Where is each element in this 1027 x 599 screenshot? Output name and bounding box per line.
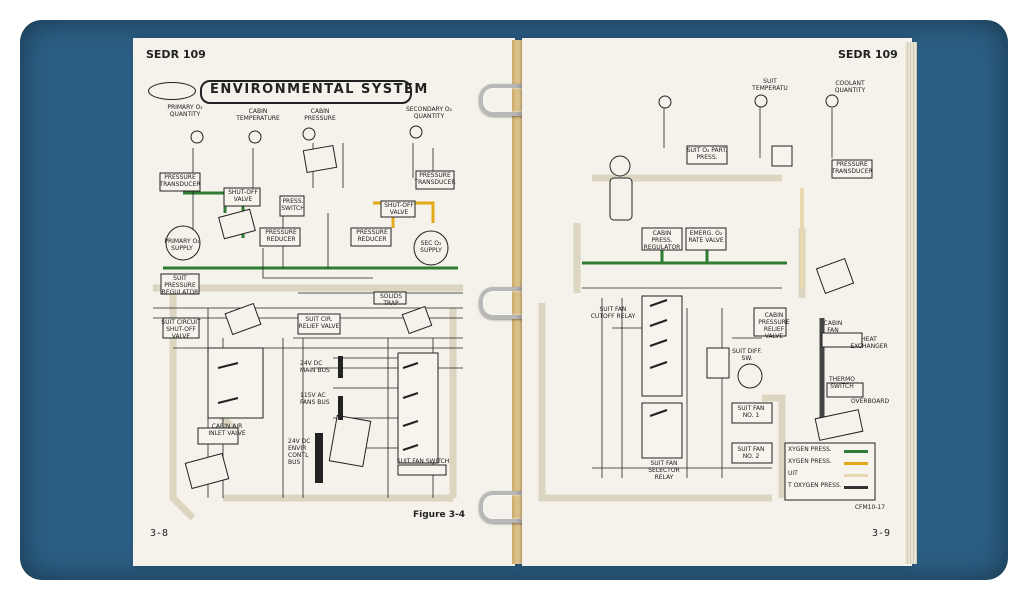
legend-item: UIT [788,470,798,477]
left-header: SEDR 109 [146,48,206,61]
label-primary-o2-qty: PRIMARY O₂ QUANTITY [167,104,203,118]
label-pressure-transducer-right: PRESSURE TRANSDUCER [414,172,456,186]
label-suit-circuit-shutoff: SUIT CIRCUIT SHUT-OFF VALVE [161,319,201,340]
legend-item: XYGEN PRESS. [788,446,832,453]
label-24v-envir-bus: 24V DC ENVIR CONTL BUS [288,438,311,466]
legend-item: T OXYGEN PRESS. [788,482,842,489]
label-pressure-reducer-left: PRESSURE REDUCER [265,229,297,243]
label-coolant-qty: COOLANT QUANTITY [834,80,866,94]
left-schematic [153,125,463,521]
label-thermo-switch: THERMO SWITCH [828,376,856,390]
label-pressure-transducer-rp: PRESSURE TRANSDUCER [831,161,873,175]
label-secondary-o2-qty: SECONDARY O₂ QUANTITY [405,106,453,120]
label-cabin-press-reg: CABIN PRESS. REGULATOR [643,230,681,251]
label-press-switch: PRESS. SWITCH [281,198,305,212]
label-115v-fans-bus: 115V AC FANS BUS [300,392,330,406]
label-suit-temp: SUIT TEMPERATU [752,78,788,92]
title-banner [200,80,412,104]
legend-item: XYGEN PRESS. [788,458,832,465]
label-24v-main-bus: 24V DC MAIN BUS [300,360,330,374]
right-page-number: 3-9 [872,528,891,539]
right-schematic [538,94,876,502]
label-sec-supply: SEC O₂ SUPPLY [420,240,442,254]
figure-caption: Figure 3-4 [413,510,466,520]
label-primary-supply: PRIMARY O₂ SUPPLY [164,238,200,252]
legend-lines [844,450,868,489]
label-pressure-reducer-right: PRESSURE REDUCER [356,229,388,243]
label-suit-fan-switch: SUIT FAN SWITCH [396,458,450,465]
switch-contacts [217,362,419,451]
label-emerg-o2-rate: EMERG. O₂ RATE VALVE [688,230,724,244]
relay-contacts [649,299,668,417]
label-suit-cir-relief: SUIT CIR. RELIEF VALVE [298,316,340,330]
page-edges [905,42,917,564]
label-pressure-transducer-left: PRESSURE TRANSDUCER [159,174,201,188]
label-suit-diff-sw: SUIT DIFF. SW. [732,348,762,362]
label-cabin-pressure: CABIN PRESSURE [304,108,336,122]
label-cabin-pressure-relief: CABIN PRESSURE RELIEF VALVE [758,312,790,340]
bus-blocks [315,356,343,483]
label-shutoff-valve-left: SHUT-OFF VALVE [228,189,258,203]
label-suit-fan-selector: SUIT FAN SELECTOR RELAY [648,460,680,481]
label-suit-o2-part: SUIT O₂ PART. PRESS. [686,147,728,161]
label-cabin-temp: CABIN TEMPERATURE [236,108,280,122]
label-suit-fan-1: SUIT FAN NO. 1 [737,405,765,419]
wiring-right [582,98,833,478]
label-cfm: CFM10-17 [854,504,886,511]
label-suit-fan-cutoff: SUIT FAN CUTOFF RELAY [590,306,636,320]
label-shutoff-valve-right: SHUT-OFF VALVE [384,202,414,216]
spacecraft-logo-icon [148,82,196,100]
right-header: SEDR 109 [838,48,898,61]
label-cabin-air-inlet: CABIN AIR INLET VALVE [208,423,246,437]
label-overboard: OVERBOARD [850,398,890,405]
label-solids-trap: SOLIDS TRAP [379,293,403,307]
left-page-number: 3-8 [150,528,169,539]
label-suit-fan-2: SUIT FAN NO. 2 [737,446,765,460]
primary-oxygen-lines-right [582,248,787,265]
label-cabin-fan: CABIN FAN [823,320,843,334]
label-heat-exchanger: HEAT EXCHANGER [850,336,888,350]
page-title: ENVIRONMENTAL SYSTEM [210,82,429,97]
label-suit-pressure-regulator: SUIT PRESSURE REGULATOR [161,275,199,296]
